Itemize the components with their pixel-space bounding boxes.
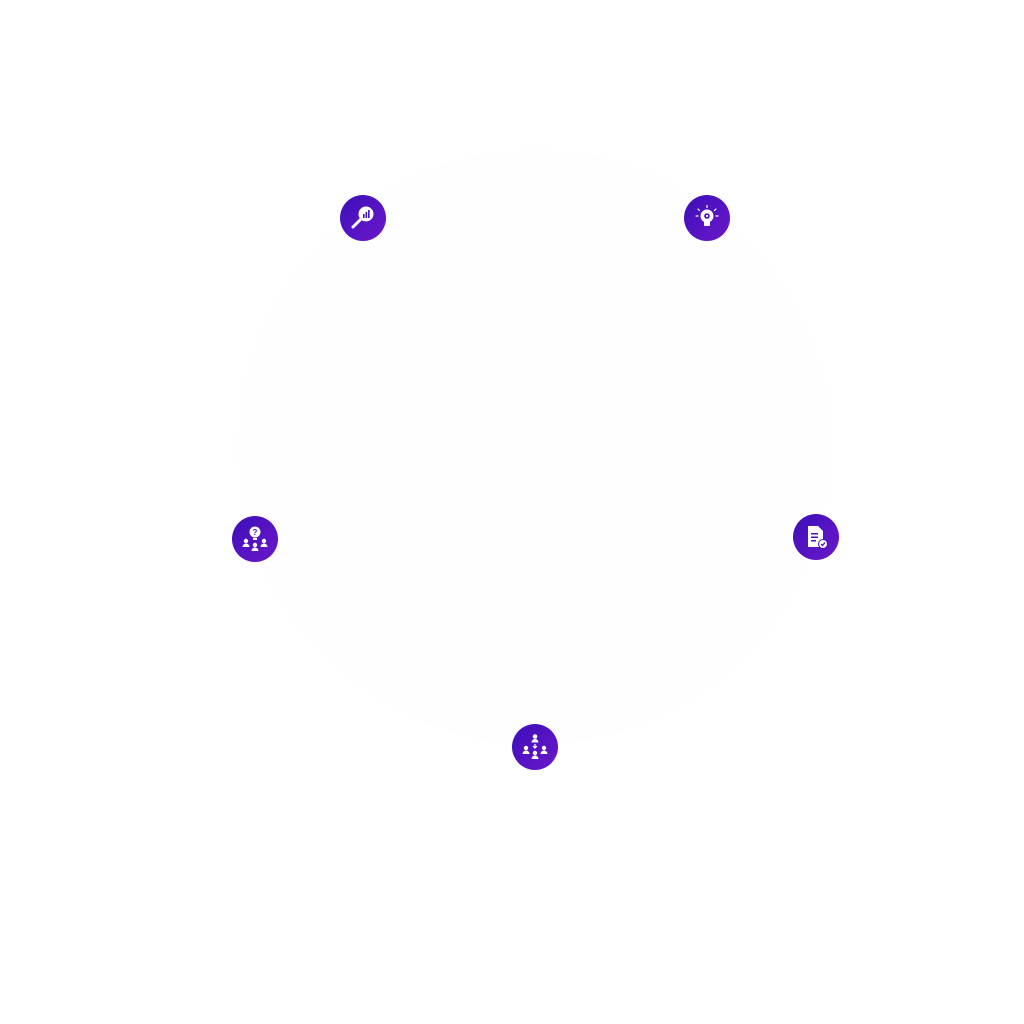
svg-text:?: ? <box>253 528 258 537</box>
node-brainstorm: ? <box>232 516 278 562</box>
team-question-icon: ? <box>242 526 268 551</box>
node-idea <box>684 195 730 241</box>
lightbulb-gear-icon <box>695 204 719 226</box>
node-analysis <box>340 195 386 241</box>
document-check-icon <box>808 526 828 549</box>
cycle-background <box>238 150 832 744</box>
team-hierarchy-icon <box>522 734 548 759</box>
node-approval <box>793 514 839 560</box>
magnifier-chart-icon <box>351 206 374 229</box>
node-delegation <box>512 724 558 770</box>
